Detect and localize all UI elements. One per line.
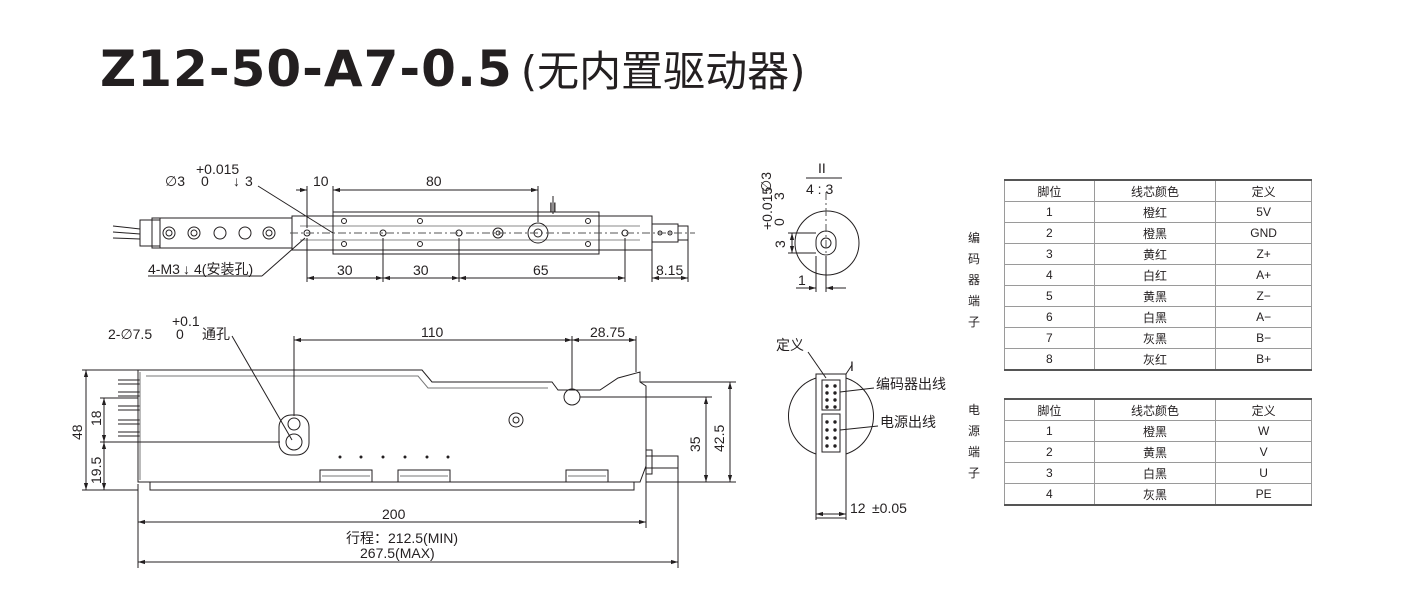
motor-end	[139, 219, 161, 247]
motor-body	[151, 217, 293, 249]
side-view	[82, 335, 736, 568]
label-power-out: 电源出线	[880, 414, 936, 430]
dim-195: 19.5	[88, 457, 104, 484]
side-body	[137, 369, 647, 483]
stroke-min: 行程：212.5(MIN)	[346, 530, 458, 546]
dim-18: 18	[88, 410, 104, 426]
dim-10: 10	[313, 173, 329, 189]
section-ii-view	[788, 177, 860, 292]
hole-tol-upper: +0.015	[196, 161, 239, 177]
model-number: Z12-50-A7-0.5	[100, 40, 513, 98]
dim-200: 200	[382, 506, 406, 522]
label-i: I	[850, 358, 854, 374]
section-depth: 3	[771, 192, 787, 200]
encoder-side-label: 编 码 器 端 子	[967, 231, 980, 329]
section-tol-lower: 0	[771, 218, 787, 226]
header-pin: 脚位	[1004, 179, 1095, 202]
power-side-label: 电 源 端 子	[967, 403, 980, 480]
stroke-max: 267.5(MAX)	[360, 545, 435, 561]
dim-2875: 28.75	[590, 324, 625, 340]
header-wire-color: 线芯颜色	[1093, 398, 1217, 421]
section-scale: 4 : 3	[806, 181, 833, 197]
dim-425: 42.5	[711, 425, 727, 452]
hole-dia-label: ∅3	[165, 173, 185, 189]
dim-80: 80	[426, 173, 442, 189]
label-encoder-out: 编码器出线	[876, 376, 946, 392]
header-wire-color: 线芯颜色	[1093, 179, 1217, 202]
top-view-labels: ∅3 +0.015 0 ↓ 3 10 80 II 4-M3 ↓ 4(安装孔) 3…	[148, 161, 683, 278]
hole-depth-symbol: ↓	[233, 173, 240, 189]
section-dia: ∅3	[758, 172, 774, 192]
dim-12: 12	[850, 500, 866, 516]
section-circle	[794, 210, 860, 276]
hole-note: 2-∅7.5	[108, 326, 152, 342]
side-view-labels: 2-∅7.5 +0.1 0 通孔 110 28.75 48 18 19.5 35…	[69, 313, 727, 561]
dim-12-tol: ±0.05	[872, 500, 907, 516]
dim-30b: 30	[413, 262, 429, 278]
header-pin: 脚位	[1004, 398, 1095, 421]
page-title: Z12-50-A7-0.5(无内置驱动器)	[100, 38, 806, 99]
side-hole-tol-upper: +0.1	[172, 313, 200, 329]
dim-30a: 30	[337, 262, 353, 278]
label-def: 定义	[776, 337, 804, 353]
header-definition: 定义	[1215, 179, 1312, 202]
end-view-labels: 定义 I 编码器出线 电源出线 12 ±0.05	[776, 337, 946, 516]
section-mark-ii: II	[549, 199, 557, 215]
section-label-ii: II	[818, 160, 826, 176]
section-dim-3: 3	[772, 240, 788, 248]
section-dim-1: 1	[798, 272, 806, 288]
dim-35: 35	[687, 436, 703, 452]
header-definition: 定义	[1215, 398, 1312, 421]
dim-48: 48	[69, 424, 85, 440]
power-table-header: 脚位 线芯颜色 定义	[1004, 398, 1312, 421]
thread-depth: 4(安装孔)	[194, 261, 253, 277]
top-view	[112, 185, 695, 282]
hole-depth-label: 3	[245, 173, 253, 189]
dim-65: 65	[533, 262, 549, 278]
dim-815: 8.15	[656, 262, 683, 278]
model-subtitle: (无内置驱动器)	[520, 47, 806, 96]
section-tol-upper: +0.015	[759, 187, 775, 230]
end-view	[787, 351, 879, 520]
thread-depth-symbol: ↓	[183, 261, 190, 277]
section-ii-labels: II 4 : 3 ∅3 +0.015 0 3 3 1	[758, 160, 833, 288]
hole-suffix: 通孔	[202, 326, 230, 342]
dim-110: 110	[421, 324, 444, 340]
end-body	[815, 373, 847, 519]
side-hole-tol-lower: 0	[176, 326, 184, 342]
encoder-table-header: 脚位 线芯颜色 定义	[1004, 179, 1312, 202]
hole-tol-lower: 0	[201, 173, 209, 189]
thread-note: 4-M3	[148, 261, 180, 277]
